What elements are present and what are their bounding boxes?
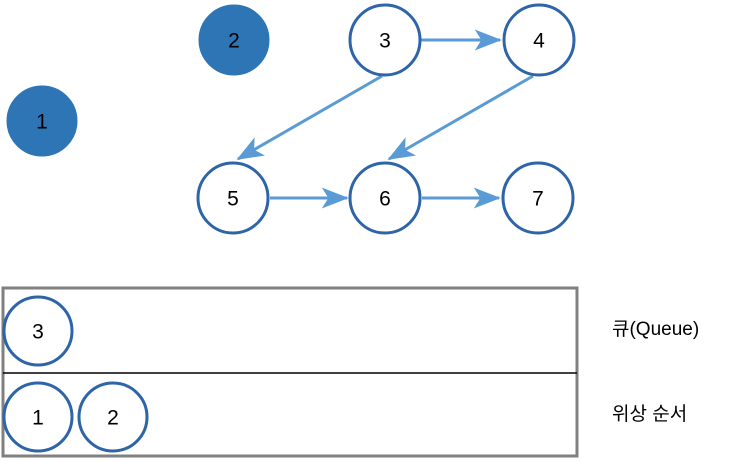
order-token-2[interactable]: 2: [77, 381, 149, 453]
graph-nodes-group: 1 2 3 4 5 6 7: [6, 3, 576, 235]
order-row-tokens: 1 2: [2, 381, 149, 453]
status-table: [1, 286, 579, 458]
queue-row-tokens: 3: [2, 295, 74, 367]
graph-node-5-label: 5: [227, 188, 239, 211]
edge-4-to-6: [387, 74, 534, 161]
table-outer-border: [1, 286, 579, 458]
graph-node-4[interactable]: 4: [502, 3, 576, 77]
edges-group: [236, 29, 534, 209]
graph-node-2[interactable]: 2: [198, 4, 270, 76]
order-token-1-label: 1: [32, 407, 44, 430]
graph-node-6-label: 6: [379, 188, 391, 211]
graph-node-5[interactable]: 5: [196, 161, 270, 235]
graph-node-2-label: 2: [228, 30, 240, 53]
queue-row-label: 큐(Queue): [612, 319, 700, 340]
queue-token-3[interactable]: 3: [2, 295, 74, 367]
edge-3-to-5: [236, 74, 383, 161]
graph-node-7[interactable]: 7: [501, 161, 575, 235]
graph-node-4-label: 4: [533, 30, 545, 53]
graph-node-1-label: 1: [36, 111, 48, 134]
queue-token-3-label: 3: [32, 321, 44, 344]
graph-node-7-label: 7: [532, 188, 544, 211]
graph-node-1[interactable]: 1: [6, 85, 78, 157]
graph-node-3[interactable]: 3: [348, 3, 422, 77]
order-token-1[interactable]: 1: [2, 381, 74, 453]
topological-order-row-label: 위상 순서: [612, 404, 688, 425]
graph-node-6[interactable]: 6: [348, 161, 422, 235]
order-token-2-label: 2: [107, 407, 119, 430]
graph-node-3-label: 3: [379, 30, 391, 53]
